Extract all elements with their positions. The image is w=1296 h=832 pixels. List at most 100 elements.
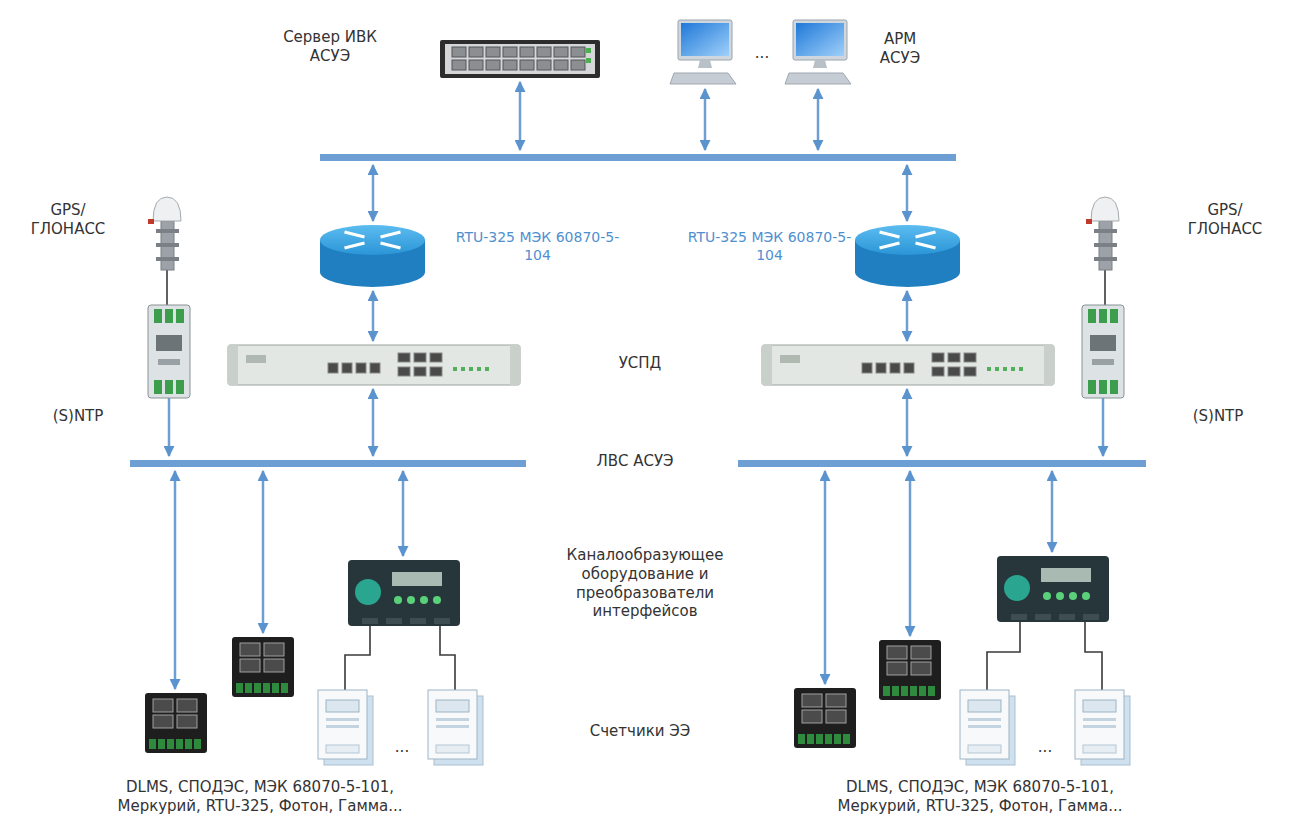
ctrl-node bbox=[145, 693, 207, 753]
meter-part bbox=[428, 690, 477, 759]
server-part bbox=[503, 47, 517, 57]
ctrl-part bbox=[834, 734, 841, 744]
rack-part bbox=[430, 367, 442, 376]
rack-drawing bbox=[228, 345, 520, 385]
pc-part bbox=[678, 20, 732, 60]
link-arrow bbox=[704, 89, 707, 150]
bus-icon bbox=[130, 460, 526, 467]
ctrl-part bbox=[264, 643, 284, 656]
ctrl-part bbox=[254, 683, 261, 693]
rack-part bbox=[1003, 367, 1007, 371]
router-arrow bbox=[916, 243, 936, 248]
rack-icon bbox=[228, 345, 520, 385]
node-label: GPS/ ГЛОНАСС bbox=[18, 201, 118, 239]
bus-drawing bbox=[738, 460, 1146, 467]
router-top bbox=[855, 225, 960, 255]
wire bbox=[987, 622, 1020, 690]
ntp-part bbox=[165, 380, 173, 394]
moxa-part bbox=[1059, 614, 1075, 620]
rack-part bbox=[414, 367, 426, 376]
meter-icon bbox=[960, 690, 1015, 765]
antenna-drawing bbox=[140, 195, 195, 270]
ntp-drawing bbox=[1082, 305, 1124, 398]
ctrl-drawing bbox=[232, 637, 294, 697]
moxa-button bbox=[394, 596, 402, 604]
pc-keyboard bbox=[670, 73, 736, 84]
bus-part bbox=[738, 460, 1146, 467]
link-arrow bbox=[1051, 471, 1054, 552]
rack-part bbox=[1044, 345, 1054, 385]
pc-drawing bbox=[785, 20, 855, 85]
ntp-part bbox=[176, 380, 184, 394]
link-arrow bbox=[906, 165, 909, 221]
server-part bbox=[537, 60, 551, 70]
router-arrow bbox=[916, 232, 936, 237]
moxa-button bbox=[433, 596, 441, 604]
rack-part bbox=[964, 353, 976, 362]
pc-icon bbox=[785, 20, 851, 84]
ctrl-part bbox=[245, 683, 252, 693]
server-part bbox=[520, 47, 534, 57]
ntp-drawing bbox=[148, 305, 190, 398]
rack-node bbox=[228, 345, 520, 385]
server-part bbox=[486, 60, 500, 70]
meter-node bbox=[318, 690, 373, 765]
wire bbox=[166, 270, 168, 305]
ctrl-part bbox=[901, 686, 908, 696]
moxa-part bbox=[1011, 614, 1027, 620]
rack-part bbox=[485, 367, 489, 371]
ctrl-icon bbox=[232, 637, 294, 697]
router-arrow bbox=[381, 243, 401, 248]
moxa-node bbox=[348, 560, 460, 626]
meter-part bbox=[968, 718, 1001, 721]
ctrl-part bbox=[807, 734, 814, 744]
ntp-part bbox=[154, 309, 162, 323]
ntp-part bbox=[1099, 309, 1107, 323]
ntp-icon bbox=[148, 305, 190, 398]
rack-part bbox=[328, 363, 338, 373]
bus-drawing bbox=[320, 154, 956, 161]
antenna-part bbox=[1094, 257, 1117, 261]
moxa-button bbox=[1056, 592, 1064, 600]
ctrl-node bbox=[879, 640, 941, 700]
rack-part bbox=[370, 363, 380, 373]
rack-part bbox=[461, 367, 465, 371]
rack-part bbox=[932, 353, 944, 362]
rack-part bbox=[453, 367, 457, 371]
ntp-part bbox=[1099, 380, 1107, 394]
ntp-part bbox=[1092, 359, 1114, 365]
rack-drawing bbox=[762, 345, 1054, 385]
node-label: АРМ АСУЭ bbox=[865, 30, 935, 68]
server-part bbox=[554, 60, 568, 70]
router-arrow bbox=[345, 232, 365, 237]
meter-part bbox=[326, 725, 359, 728]
antenna-part bbox=[1094, 229, 1117, 233]
moxa-part bbox=[362, 618, 378, 624]
router-top bbox=[320, 225, 425, 255]
server-part bbox=[445, 44, 595, 74]
moxa-part bbox=[1041, 568, 1091, 582]
server-part bbox=[486, 47, 500, 57]
meter-icon bbox=[1075, 690, 1130, 765]
ntp-icon bbox=[1082, 305, 1124, 398]
rack-part bbox=[762, 345, 772, 385]
antenna-icon bbox=[1086, 197, 1119, 270]
rack-part bbox=[469, 367, 473, 371]
meter-drawing bbox=[960, 690, 1015, 765]
rack-part bbox=[510, 345, 520, 385]
meter-drawing bbox=[1075, 690, 1130, 765]
node-label: (S)NTP bbox=[38, 407, 118, 426]
ctrl-part bbox=[158, 739, 165, 749]
ctrl-part bbox=[826, 710, 846, 723]
bus-node bbox=[320, 154, 956, 161]
link-arrow bbox=[906, 291, 909, 341]
ctrl-part bbox=[826, 694, 846, 707]
ellipsis-label: ... bbox=[742, 44, 782, 63]
ctrl-part bbox=[928, 686, 935, 696]
meter-part bbox=[436, 700, 469, 712]
ctrl-part bbox=[883, 686, 890, 696]
meter-drawing bbox=[318, 690, 373, 765]
ctrl-part bbox=[843, 734, 850, 744]
meter-part bbox=[326, 718, 359, 721]
